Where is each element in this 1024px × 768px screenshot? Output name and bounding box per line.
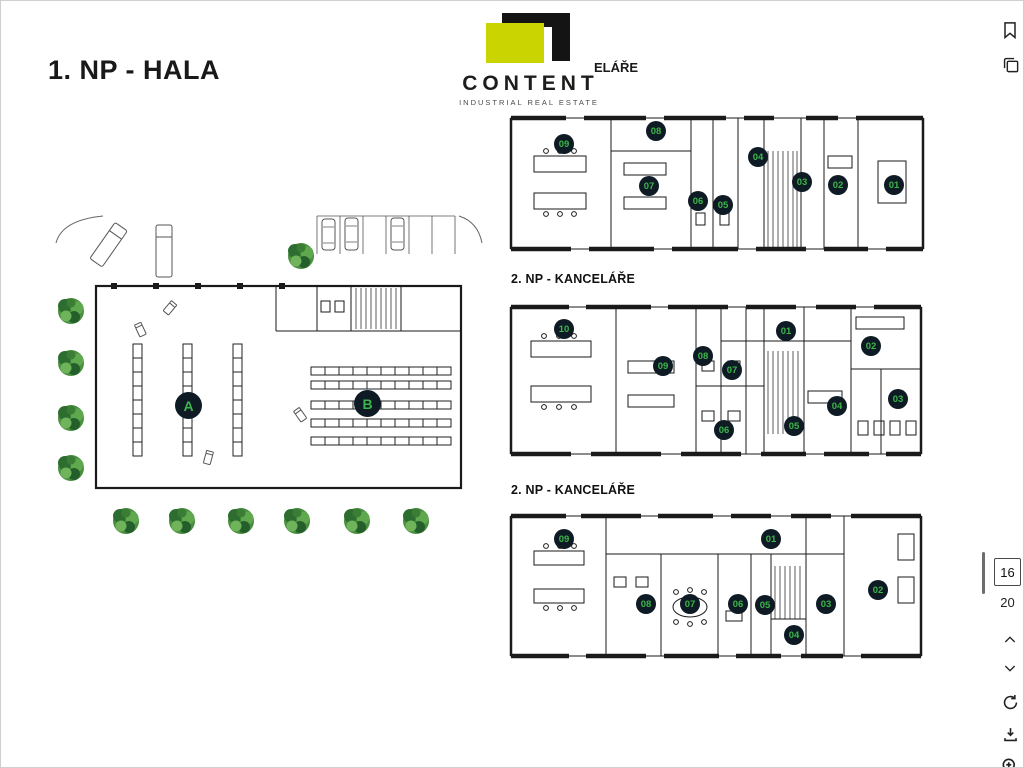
room-marker: 04 [827,396,847,416]
room-marker: 08 [636,594,656,614]
room-marker: 01 [884,175,904,195]
room-marker: 07 [722,360,742,380]
room-marker: 09 [653,356,673,376]
room-marker: 04 [784,625,804,645]
room-marker: 06 [688,191,708,211]
next-page-button[interactable] [997,655,1023,681]
refresh-button[interactable] [997,689,1023,715]
chevron-down-icon [1004,665,1016,672]
bookmark-icon [1004,22,1016,40]
room-marker: 08 [693,346,713,366]
logo-subtitle: INDUSTRIAL REAL ESTATE [459,98,599,107]
plan3-label: 2. NP - KANCELÁŘE [511,483,636,497]
page-total: 20 [1000,595,1015,610]
room-marker: 01 [761,529,781,549]
room-marker: 05 [713,195,733,215]
page-number-input[interactable]: 16 [994,558,1021,586]
room-marker: 10 [554,319,574,339]
room-marker: 06 [728,594,748,614]
room-marker: 09 [554,529,574,549]
hall-floorplan [55,215,483,534]
hall-area-b-marker: B [354,390,381,417]
content-logo-mark [486,13,570,63]
floorplan-office-2 [509,304,923,457]
copy-icon [1003,57,1018,72]
room-marker: 08 [646,121,666,141]
room-marker: 01 [776,321,796,341]
page-title: 1. NP - HALA [48,55,221,85]
room-marker: 02 [828,175,848,195]
plan2-label: 2. NP - KANCELÁŘE [511,272,636,286]
room-marker: 02 [861,336,881,356]
room-marker: 09 [554,134,574,154]
logo-name: CONTENT [462,72,599,95]
room-marker: 04 [748,147,768,167]
hall-area-a-marker: A [175,392,202,419]
room-marker: 05 [755,595,775,615]
floorplan-office-1 [509,115,925,252]
refresh-icon [1003,694,1017,709]
chevron-up-icon [1004,636,1016,643]
room-marker: 07 [639,176,659,196]
room-marker: 03 [888,389,908,409]
zoom-in-icon [1002,758,1015,767]
room-marker: 07 [680,594,700,614]
room-marker: 05 [784,416,804,436]
room-marker: 03 [816,594,836,614]
bookmark-button[interactable] [997,17,1023,43]
room-marker: 02 [868,580,888,600]
scrollbar-thumb[interactable] [982,552,985,594]
floorplan-office-3 [509,513,923,659]
plan1-label-partial: ELÁŘE [594,60,639,75]
room-marker: 03 [792,172,812,192]
download-button[interactable] [997,721,1023,747]
download-icon [1003,727,1017,741]
room-marker: 06 [714,420,734,440]
copy-button[interactable] [997,51,1023,77]
previous-page-button[interactable] [997,627,1023,653]
content-logo: CONTENT INDUSTRIAL REAL ESTATE [433,11,623,107]
zoom-button[interactable] [997,753,1023,767]
